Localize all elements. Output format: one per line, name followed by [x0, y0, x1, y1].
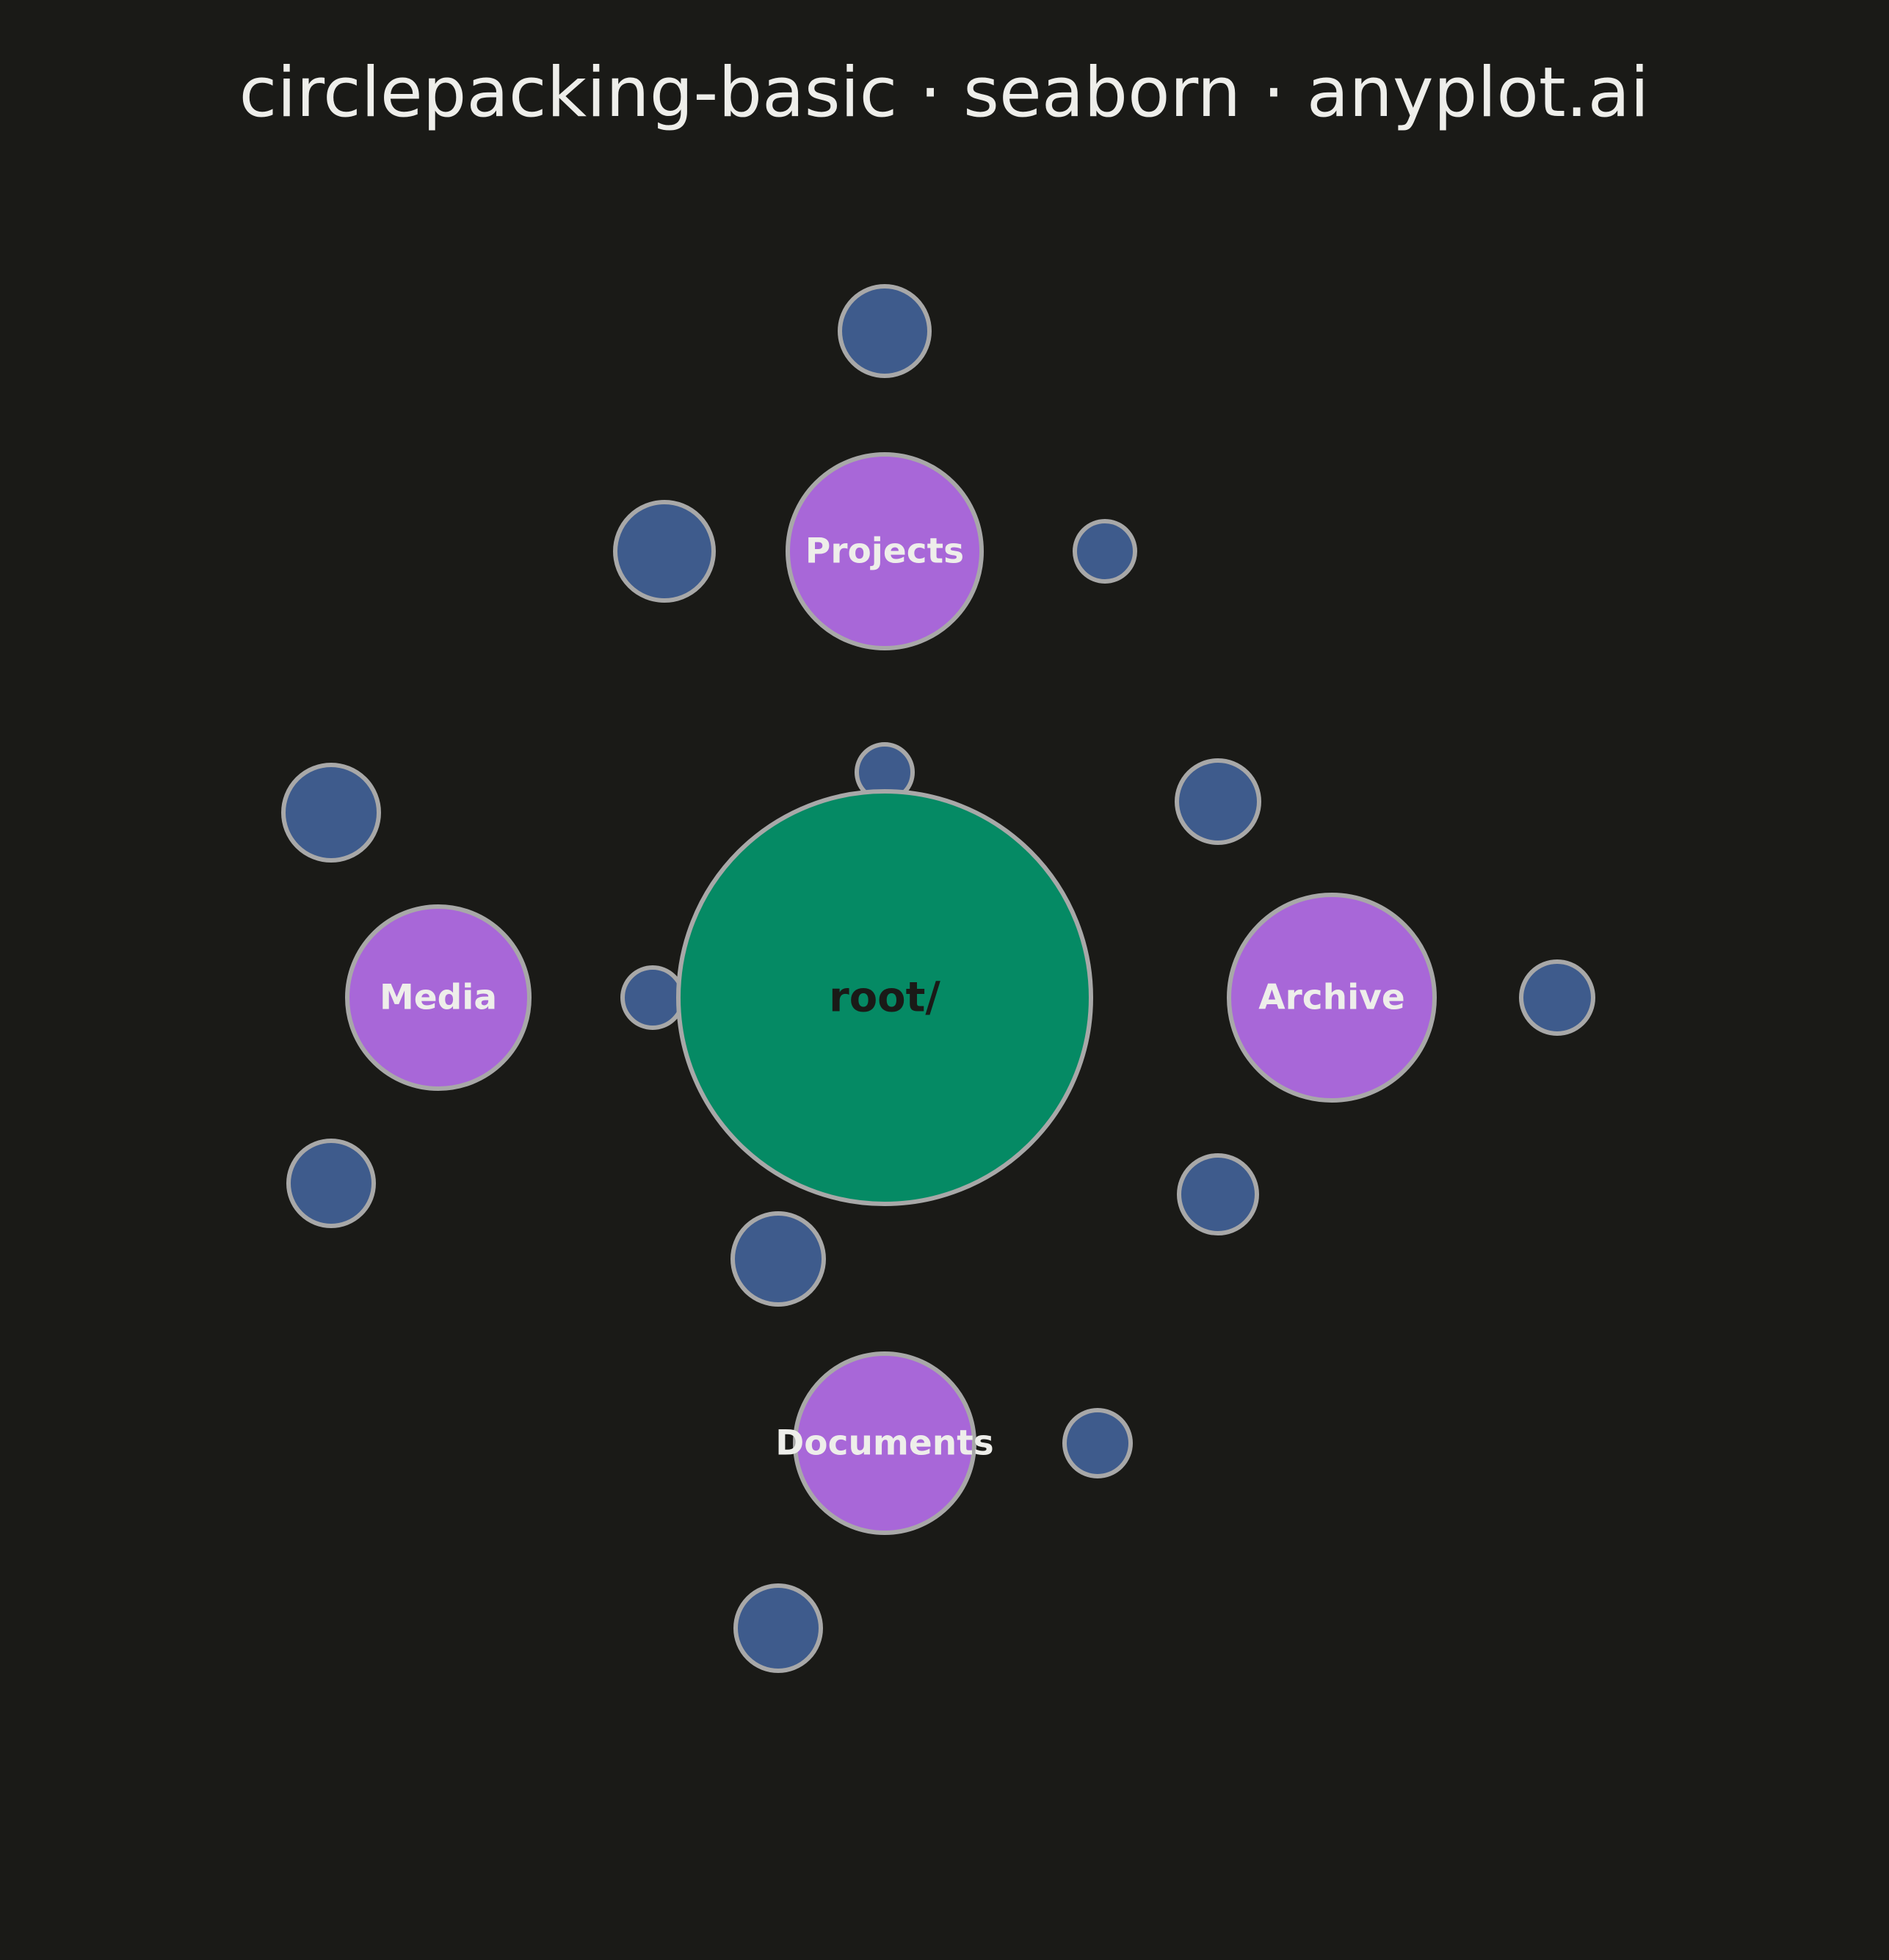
folder-circle-media — [345, 904, 532, 1091]
root-label: root/ — [829, 974, 940, 1022]
folder-label-documents: Documents — [775, 1423, 993, 1464]
file-circle-projects-2 — [613, 500, 716, 603]
file-circle-documents-1 — [730, 1211, 826, 1307]
file-circle-archive-1 — [1175, 758, 1261, 845]
file-circle-archive-3 — [1177, 1153, 1259, 1235]
root-circle — [676, 789, 1093, 1206]
folder-circle-archive — [1227, 893, 1437, 1103]
folder-label-projects: Projects — [805, 531, 964, 572]
folder-node-archive: Archive — [1227, 893, 1437, 1103]
folder-node-media: Media — [345, 904, 532, 1091]
file-circle-media-1 — [281, 763, 381, 863]
folder-node-projects: Projects — [786, 452, 984, 650]
file-circles — [281, 284, 1595, 1673]
file-circle-documents-3 — [733, 1583, 823, 1673]
folder-circle-documents — [793, 1351, 976, 1535]
file-circle-media-3 — [286, 1139, 376, 1228]
file-circle-documents-2 — [1062, 1408, 1133, 1478]
root-node: root/ — [676, 789, 1093, 1206]
file-circle-archive-2 — [1519, 959, 1595, 1036]
folder-node-documents: Documents — [775, 1351, 994, 1535]
folder-label-media: Media — [380, 978, 497, 1018]
folder-label-archive: Archive — [1258, 978, 1405, 1018]
file-circle-media-2 — [620, 965, 685, 1030]
file-circle-projects-1 — [838, 284, 932, 378]
file-circle-projects-3 — [1073, 519, 1137, 584]
folder-circle-projects — [786, 452, 984, 650]
diagram-title: circlepacking-basic · seaborn · anyplot.… — [239, 53, 1650, 133]
